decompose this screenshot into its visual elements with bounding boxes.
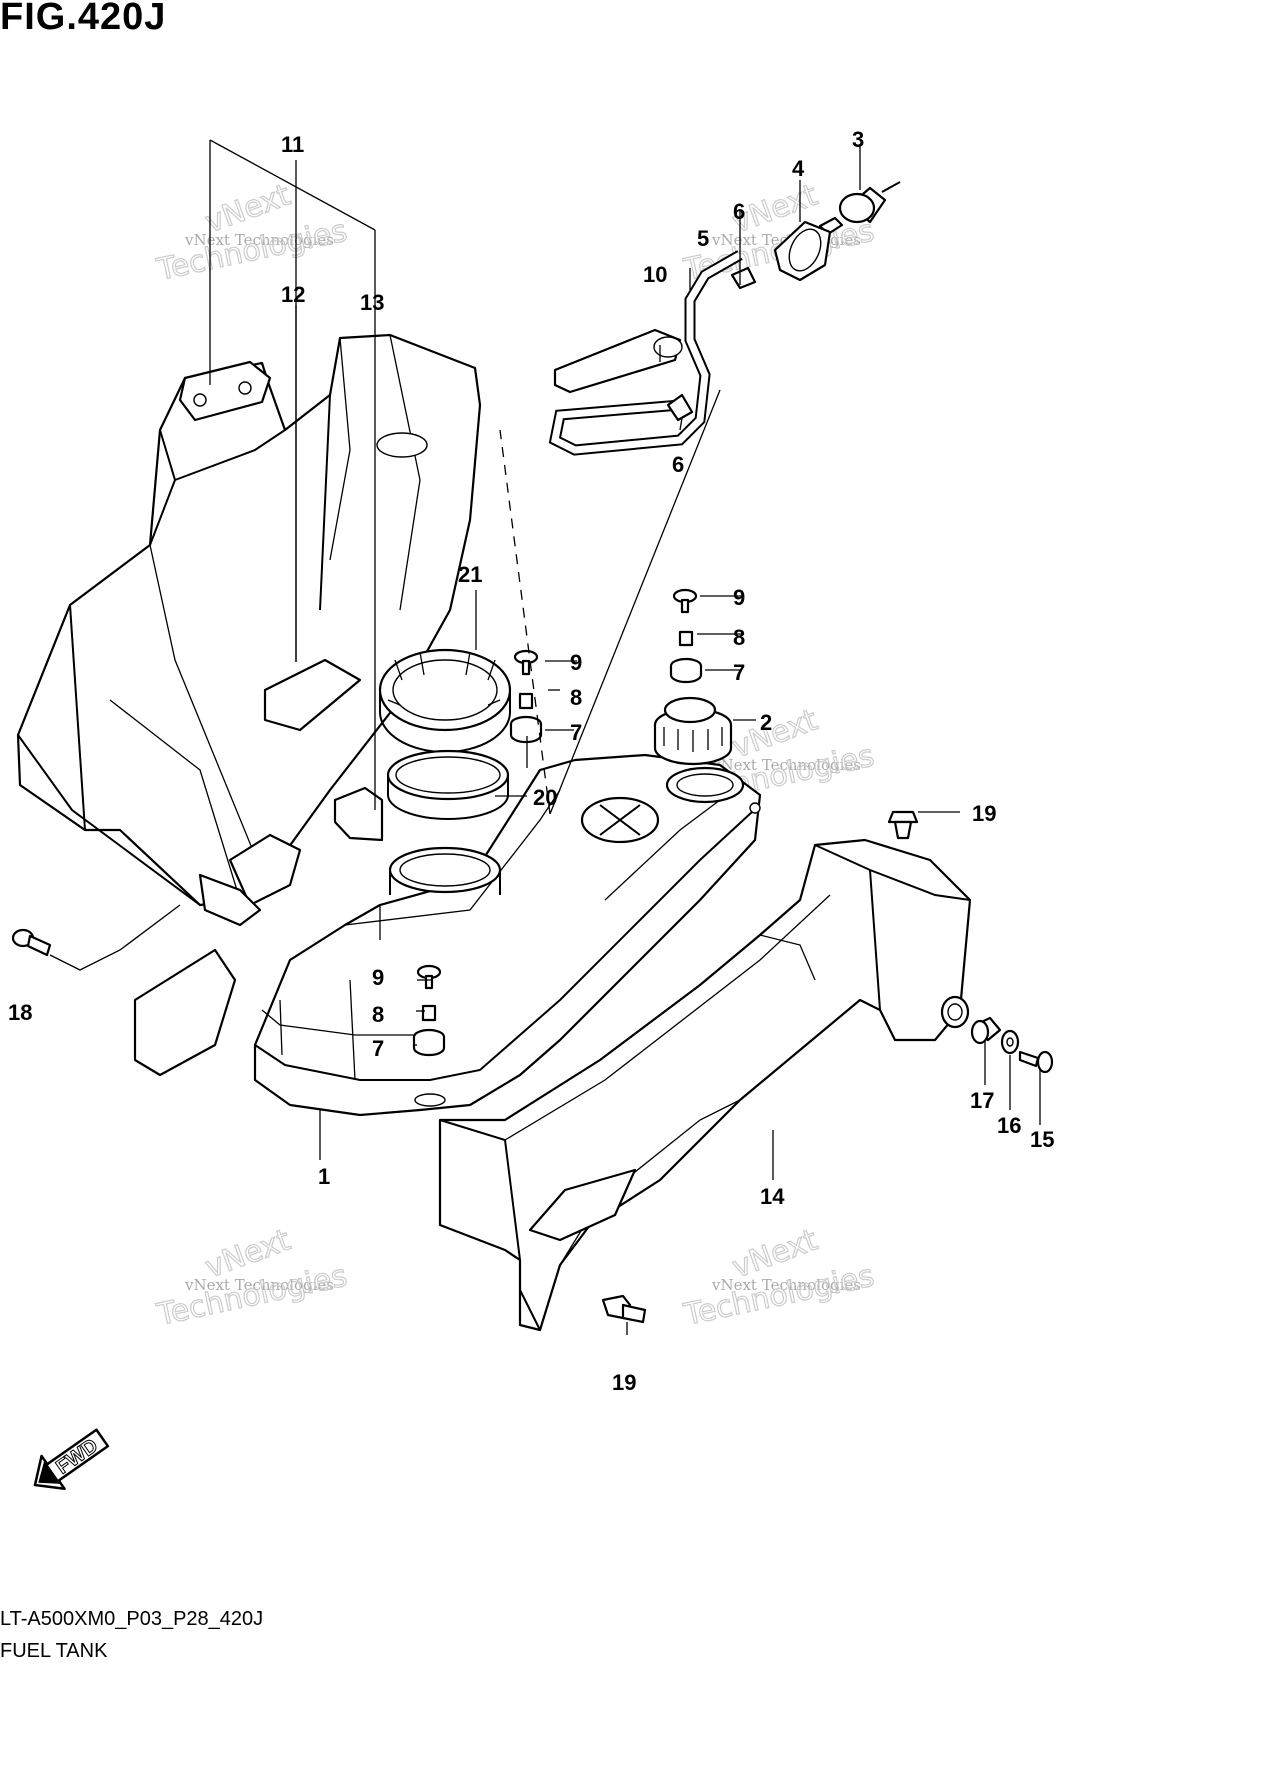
callout-label: 16 — [997, 1113, 1021, 1138]
cushion-pad-13 — [333, 786, 384, 842]
washer-16 — [1000, 1029, 1020, 1055]
callout-label: 8 — [372, 1002, 384, 1027]
callout-label: 20 — [533, 785, 557, 810]
callout-label: 7 — [733, 660, 745, 685]
watermark-text: vNext Technologies — [711, 1276, 861, 1294]
callout-labels: 1 2 3 4 5 6 6 7 7 7 8 8 8 9 9 9 10 11 12… — [8, 127, 1054, 1395]
breather-valve — [818, 181, 901, 236]
fuel-cap — [653, 696, 733, 766]
fastener-stack-upper — [669, 588, 703, 684]
figure-title: FIG.420J — [0, 0, 167, 38]
callout-label: 19 — [612, 1370, 636, 1395]
figure-caption: FUEL TANK — [0, 1640, 108, 1662]
pump-retaining-ring — [378, 648, 512, 753]
pump-gasket — [386, 749, 510, 820]
watermark: vNext Technologies Technologies vNext — [153, 177, 351, 289]
callout-label: 14 — [760, 1184, 785, 1209]
clip-19-upper — [887, 810, 919, 840]
callout-label: 1 — [318, 1164, 330, 1189]
callout-label: 11 — [281, 132, 304, 157]
callout-label: 9 — [570, 650, 582, 675]
callout-label: 12 — [281, 282, 305, 307]
callout-label: 6 — [733, 199, 745, 224]
callout-label: 3 — [852, 127, 864, 152]
clip-19-lower — [601, 1294, 647, 1324]
callout-label: 17 — [970, 1088, 994, 1113]
right-side-cover — [438, 838, 972, 1332]
callout-label: 15 — [1030, 1127, 1054, 1152]
callout-label: 2 — [760, 710, 772, 735]
callout-label: 7 — [570, 720, 582, 745]
callout-label: 5 — [697, 226, 709, 251]
callout-label: 8 — [570, 685, 582, 710]
callout-label: 9 — [372, 965, 384, 990]
hose-clamp-lower — [666, 393, 694, 422]
fastener-stack-middle — [509, 649, 543, 744]
model-code: LT-A500XM0_P03_P28_420J — [0, 1608, 264, 1630]
hose-holder-10 — [553, 328, 683, 394]
callout-label: 8 — [733, 625, 745, 650]
callout-label: 9 — [733, 585, 745, 610]
fastener-stack-lower — [412, 964, 446, 1057]
watermark-text: vNext Technologies — [184, 1276, 334, 1294]
breather-hose — [548, 250, 743, 456]
watermark-text: vNext Technologies — [711, 756, 861, 774]
callout-label: 21 — [458, 562, 482, 587]
fwd-arrow: FWD — [33, 1428, 110, 1491]
fuel-tank-body — [253, 753, 762, 1117]
cushion-pad-12 — [263, 658, 362, 732]
callout-label: 10 — [643, 262, 667, 287]
callout-label: 13 — [360, 290, 384, 315]
watermark: vNext Technologies Technologies vNext — [680, 1222, 878, 1334]
callout-label: 7 — [372, 1036, 384, 1061]
collar-17 — [970, 1016, 1002, 1045]
callout-label: 19 — [972, 801, 996, 826]
callout-label: 4 — [792, 156, 805, 181]
leader-lines — [49, 139, 1041, 1335]
callout-label: 6 — [672, 452, 684, 477]
callout-label: 18 — [8, 1000, 32, 1025]
hose-clamp-upper — [730, 266, 757, 290]
hose-guide-4 — [773, 220, 832, 282]
bolt-18 — [11, 928, 52, 957]
bolt-15 — [1018, 1050, 1054, 1074]
watermark: vNext Technologies Technologies vNext — [153, 1222, 351, 1334]
